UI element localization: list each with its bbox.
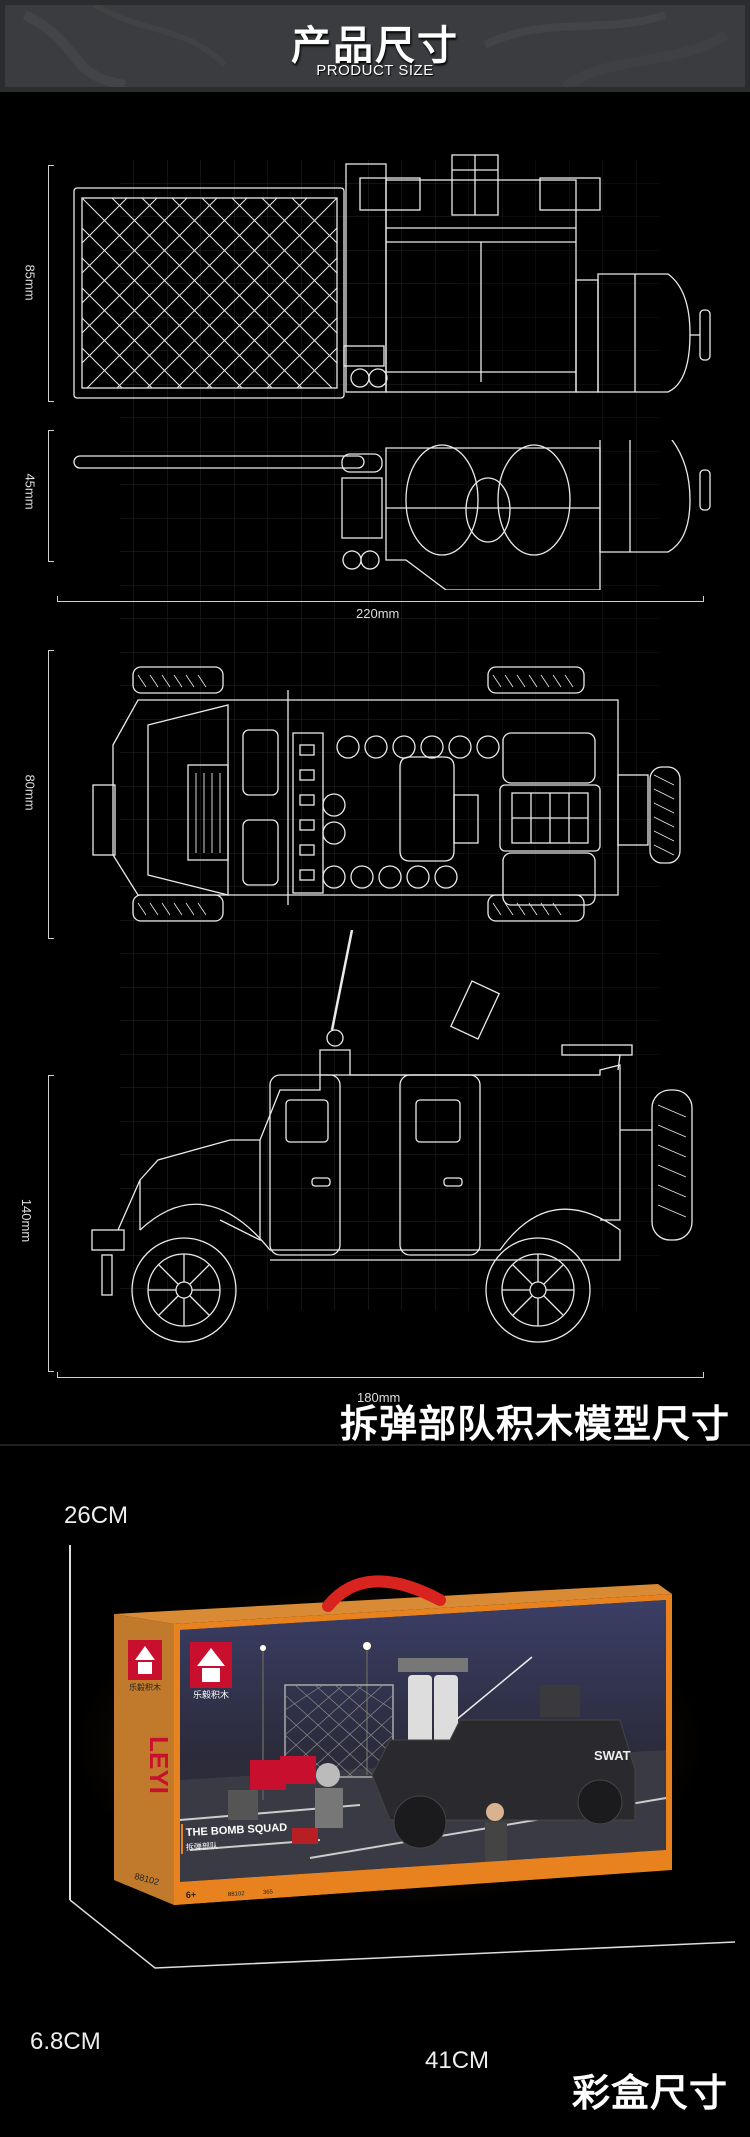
header-banner: 产品尺寸 PRODUCT SIZE — [0, 0, 750, 92]
swat-vehicle — [371, 1719, 636, 1821]
box-set-number: 88102 — [228, 1891, 246, 1898]
dynamite — [292, 1828, 318, 1844]
rear-wheel — [485, 1237, 591, 1343]
header-title-cn: 产品尺寸 — [291, 23, 459, 69]
product-box: 乐毅积木 LEYI 88102 乐毅积木 SWAT THE BOMB SQUAD… — [114, 1575, 672, 1905]
width-bracket-180 — [57, 1372, 704, 1378]
box-size-title: 彩盒尺寸 — [571, 2071, 728, 2115]
vehicle-swat-text: SWAT — [594, 1748, 631, 1763]
dim-label-80mm: 80mm — [22, 774, 38, 811]
top-view-drawing — [73, 154, 711, 399]
dim-label-45mm: 45mm — [22, 473, 38, 510]
net-panel — [73, 187, 345, 399]
piece-count: 365 — [263, 1889, 274, 1896]
side-view-drawing — [91, 930, 693, 1343]
model-size-title: 拆弹部队积木模型尺寸 — [339, 1402, 730, 1446]
front-view-drawing — [73, 440, 711, 590]
marble-texture — [22, 5, 728, 87]
box-handle — [322, 1575, 446, 1612]
width-bracket-220 — [57, 596, 704, 602]
dim-label-85mm: 85mm — [22, 264, 38, 301]
plan-view-drawing — [92, 666, 681, 922]
header-title-en: PRODUCT SIZE — [316, 62, 434, 79]
box-depth-label: 6.8CM — [30, 2028, 101, 2055]
age-rating: 6+ — [186, 1889, 197, 1900]
height-bracket-85 — [48, 165, 54, 402]
header-inner: 产品尺寸 PRODUCT SIZE — [5, 5, 745, 87]
box-top — [114, 1584, 672, 1624]
box-side — [114, 1614, 174, 1905]
side-brand-cn: 乐毅积木 — [129, 1682, 161, 1692]
product-name-en: THE BOMB SQUAD — [186, 1822, 288, 1839]
box-width-label: 41CM — [425, 2047, 490, 2074]
dim-label-220mm: 220mm — [356, 606, 400, 621]
antenna-arm — [330, 930, 354, 1031]
dim-label-140mm: 140mm — [19, 1198, 35, 1243]
height-bracket-45 — [48, 430, 54, 562]
cannon — [73, 455, 365, 469]
box-height-label: 26CM — [64, 1502, 129, 1529]
front-brand-cn: 乐毅积木 — [193, 1689, 229, 1701]
box-height-line — [69, 1545, 71, 1900]
product-name-cn: 拆弹部队 — [186, 1840, 218, 1852]
bomb-robot — [228, 1790, 258, 1820]
side-brand-en: LEYI — [144, 1736, 174, 1794]
blueprint-grid — [120, 160, 660, 1310]
dim-label-180mm: 180mm — [357, 1390, 401, 1405]
front-wheel — [131, 1237, 237, 1343]
section-divider — [0, 1444, 750, 1446]
height-bracket-80 — [48, 650, 54, 939]
height-bracket-140 — [48, 1075, 54, 1372]
spare-tire — [649, 766, 681, 864]
box-depth-width-lines — [69, 1899, 736, 1969]
spare-tire-side — [651, 1089, 693, 1241]
